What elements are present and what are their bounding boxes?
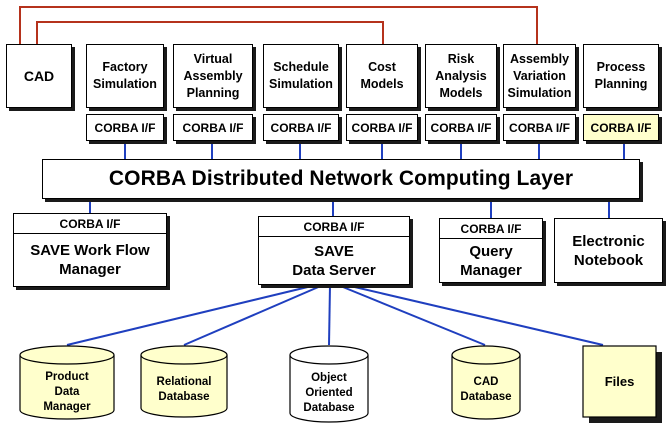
corba-if-label: CORBA I/F <box>590 120 652 135</box>
relational-database-cylinder <box>140 345 228 418</box>
link-server-caddb <box>337 284 486 346</box>
corba-if-label: CORBA I/F <box>182 120 244 135</box>
workflow-manager-box: CORBA I/F SAVE Work Flow Manager <box>13 213 167 287</box>
assembly-variation-simulation-label: Assembly Variation Simulation <box>507 51 572 100</box>
cost-models-label: Cost Models <box>360 60 404 91</box>
electronic-notebook-label: Electronic Notebook <box>572 232 645 269</box>
data-server-box: CORBA I/F SAVE Data Server <box>258 216 410 285</box>
corba-if-label: CORBA I/F <box>270 120 332 135</box>
cad-label: CAD <box>23 67 55 84</box>
schedule-simulation-box: Schedule Simulation <box>263 44 339 108</box>
virtual-assembly-planning-label: Virtual Assembly Planning <box>183 51 243 100</box>
corba-if-process-planning: CORBA I/F <box>583 114 659 141</box>
object-oriented-database-label: Object Oriented Database <box>303 371 355 414</box>
virtual-assembly-planning-box: Virtual Assembly Planning <box>173 44 253 108</box>
process-planning-box: Process Planning <box>583 44 659 108</box>
workflow-manager-label: SAVE Work Flow Manager <box>30 242 150 278</box>
link-server-relational <box>183 284 324 346</box>
corba-if-risk: CORBA I/F <box>425 114 497 141</box>
corba-if-data-server: CORBA I/F <box>259 217 409 237</box>
cad-database-cylinder <box>451 345 521 420</box>
corba-if-label: CORBA I/F <box>430 120 492 135</box>
corba-if-query: CORBA I/F <box>440 219 542 239</box>
cost-models-box: Cost Models <box>346 44 418 108</box>
corba-if-schedule: CORBA I/F <box>263 114 339 141</box>
corba-if-workflow: CORBA I/F <box>14 214 166 234</box>
cad-database-label: CAD Database <box>460 376 512 403</box>
query-manager-box: CORBA I/F Query Manager <box>439 218 543 283</box>
corba-if-assembly-variation: CORBA I/F <box>503 114 576 141</box>
corba-if-label: CORBA I/F <box>94 120 156 135</box>
assembly-variation-simulation-box: Assembly Variation Simulation <box>503 44 576 108</box>
link-server-oodb <box>328 284 331 346</box>
process-planning-label: Process Planning <box>594 60 648 91</box>
factory-simulation-label: Factory Simulation <box>93 60 157 91</box>
corba-if-label: CORBA I/F <box>509 120 570 135</box>
files-label: Files <box>604 374 635 389</box>
link-server-pdm <box>66 284 317 346</box>
files-box <box>582 345 662 423</box>
risk-analysis-models-label: Risk Analysis Models <box>435 51 487 100</box>
corba-if-virtual-assembly: CORBA I/F <box>173 114 253 141</box>
schedule-simulation-label: Schedule Simulation <box>269 60 333 91</box>
cad-link-outer <box>19 6 538 44</box>
corba-if-factory: CORBA I/F <box>86 114 164 141</box>
risk-analysis-models-box: Risk Analysis Models <box>425 44 497 108</box>
query-manager-label: Query Manager <box>460 242 522 279</box>
relational-database-label: Relational Database <box>156 376 212 403</box>
object-oriented-database-cylinder <box>289 345 369 423</box>
corba-if-label: CORBA I/F <box>351 120 413 135</box>
factory-simulation-box: Factory Simulation <box>86 44 164 108</box>
cad-box: CAD <box>6 44 72 108</box>
network-layer-label: CORBA Distributed Network Computing Laye… <box>108 167 574 190</box>
corba-if-cost: CORBA I/F <box>346 114 418 141</box>
corba-network-layer: CORBA Distributed Network Computing Laye… <box>42 159 640 199</box>
product-data-manager-cylinder <box>19 345 115 420</box>
electronic-notebook-box: Electronic Notebook <box>554 218 663 283</box>
product-data-manager-label: Product Data Manager <box>43 370 91 413</box>
link-server-files <box>345 284 604 346</box>
data-server-label: SAVE Data Server <box>292 242 376 279</box>
cad-link-inner <box>36 21 384 44</box>
